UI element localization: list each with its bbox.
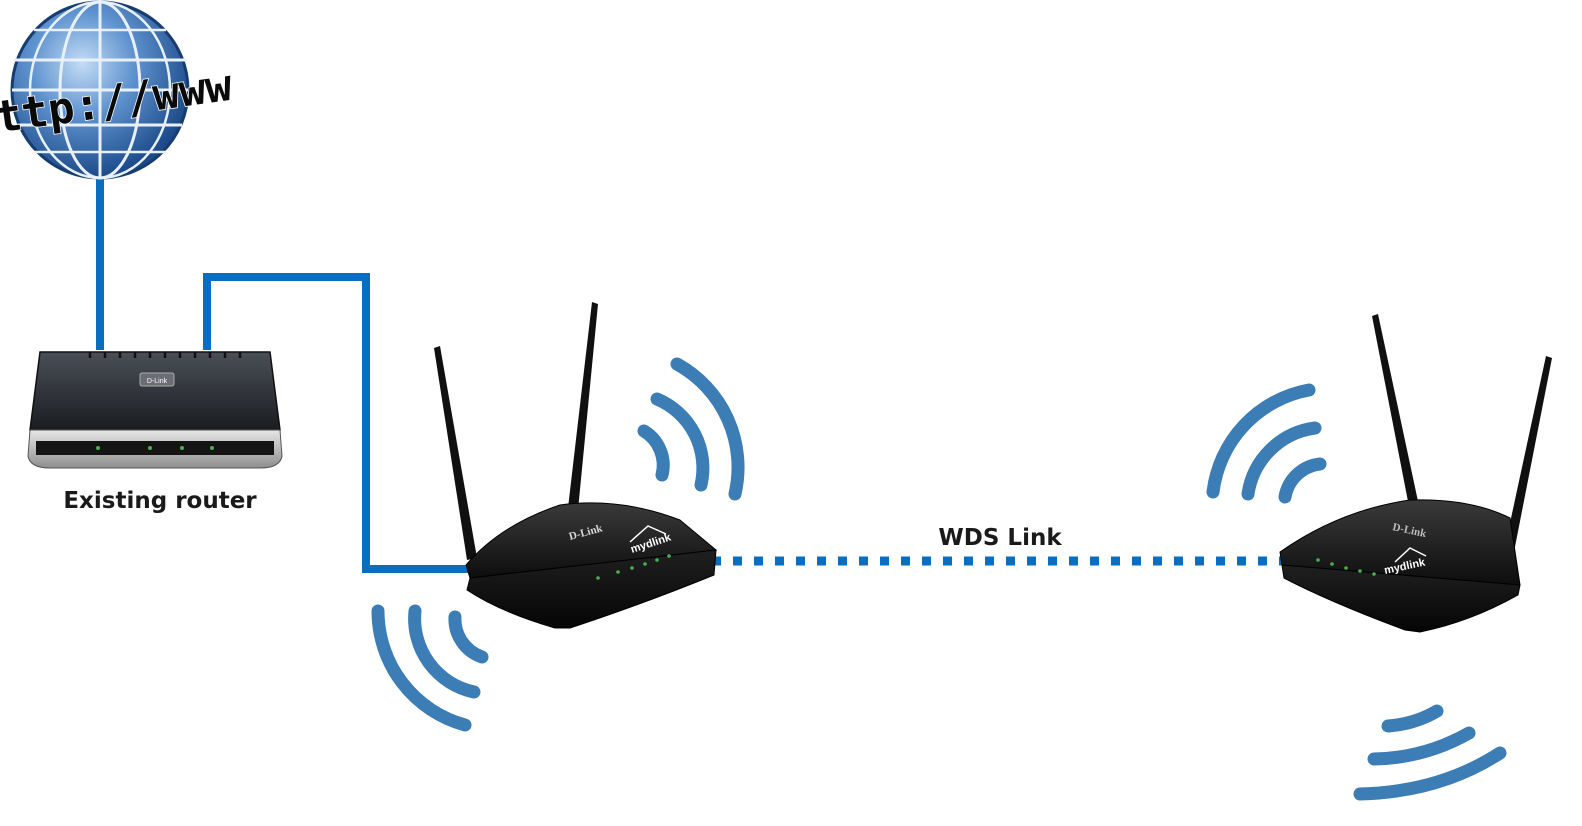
internet-globe-icon: http://www bbox=[0, 0, 236, 180]
wifi-waves-router-1-lower-icon bbox=[371, 604, 489, 732]
wds-link-label: WDS Link bbox=[938, 525, 1062, 551]
wifi-waves-router-2-lower-icon bbox=[1353, 704, 1507, 801]
router-to-repeater-cable bbox=[203, 273, 470, 573]
antenna-left bbox=[1372, 314, 1422, 522]
wds-router-2: D-Link mydlink bbox=[1279, 314, 1552, 633]
wifi-waves-router-2-upper-icon bbox=[1206, 383, 1327, 504]
antenna-left bbox=[434, 346, 477, 560]
existing-router-label: Existing router bbox=[63, 488, 257, 514]
antenna-right bbox=[568, 302, 598, 510]
wifi-waves-router-1-upper-icon bbox=[637, 357, 745, 501]
existing-router: D-Link bbox=[27, 351, 283, 469]
antenna-right bbox=[1502, 356, 1552, 562]
cables bbox=[96, 172, 470, 573]
existing-router-brand: D-Link bbox=[147, 378, 168, 385]
wds-router-1: D-Link mydlink bbox=[434, 302, 718, 629]
